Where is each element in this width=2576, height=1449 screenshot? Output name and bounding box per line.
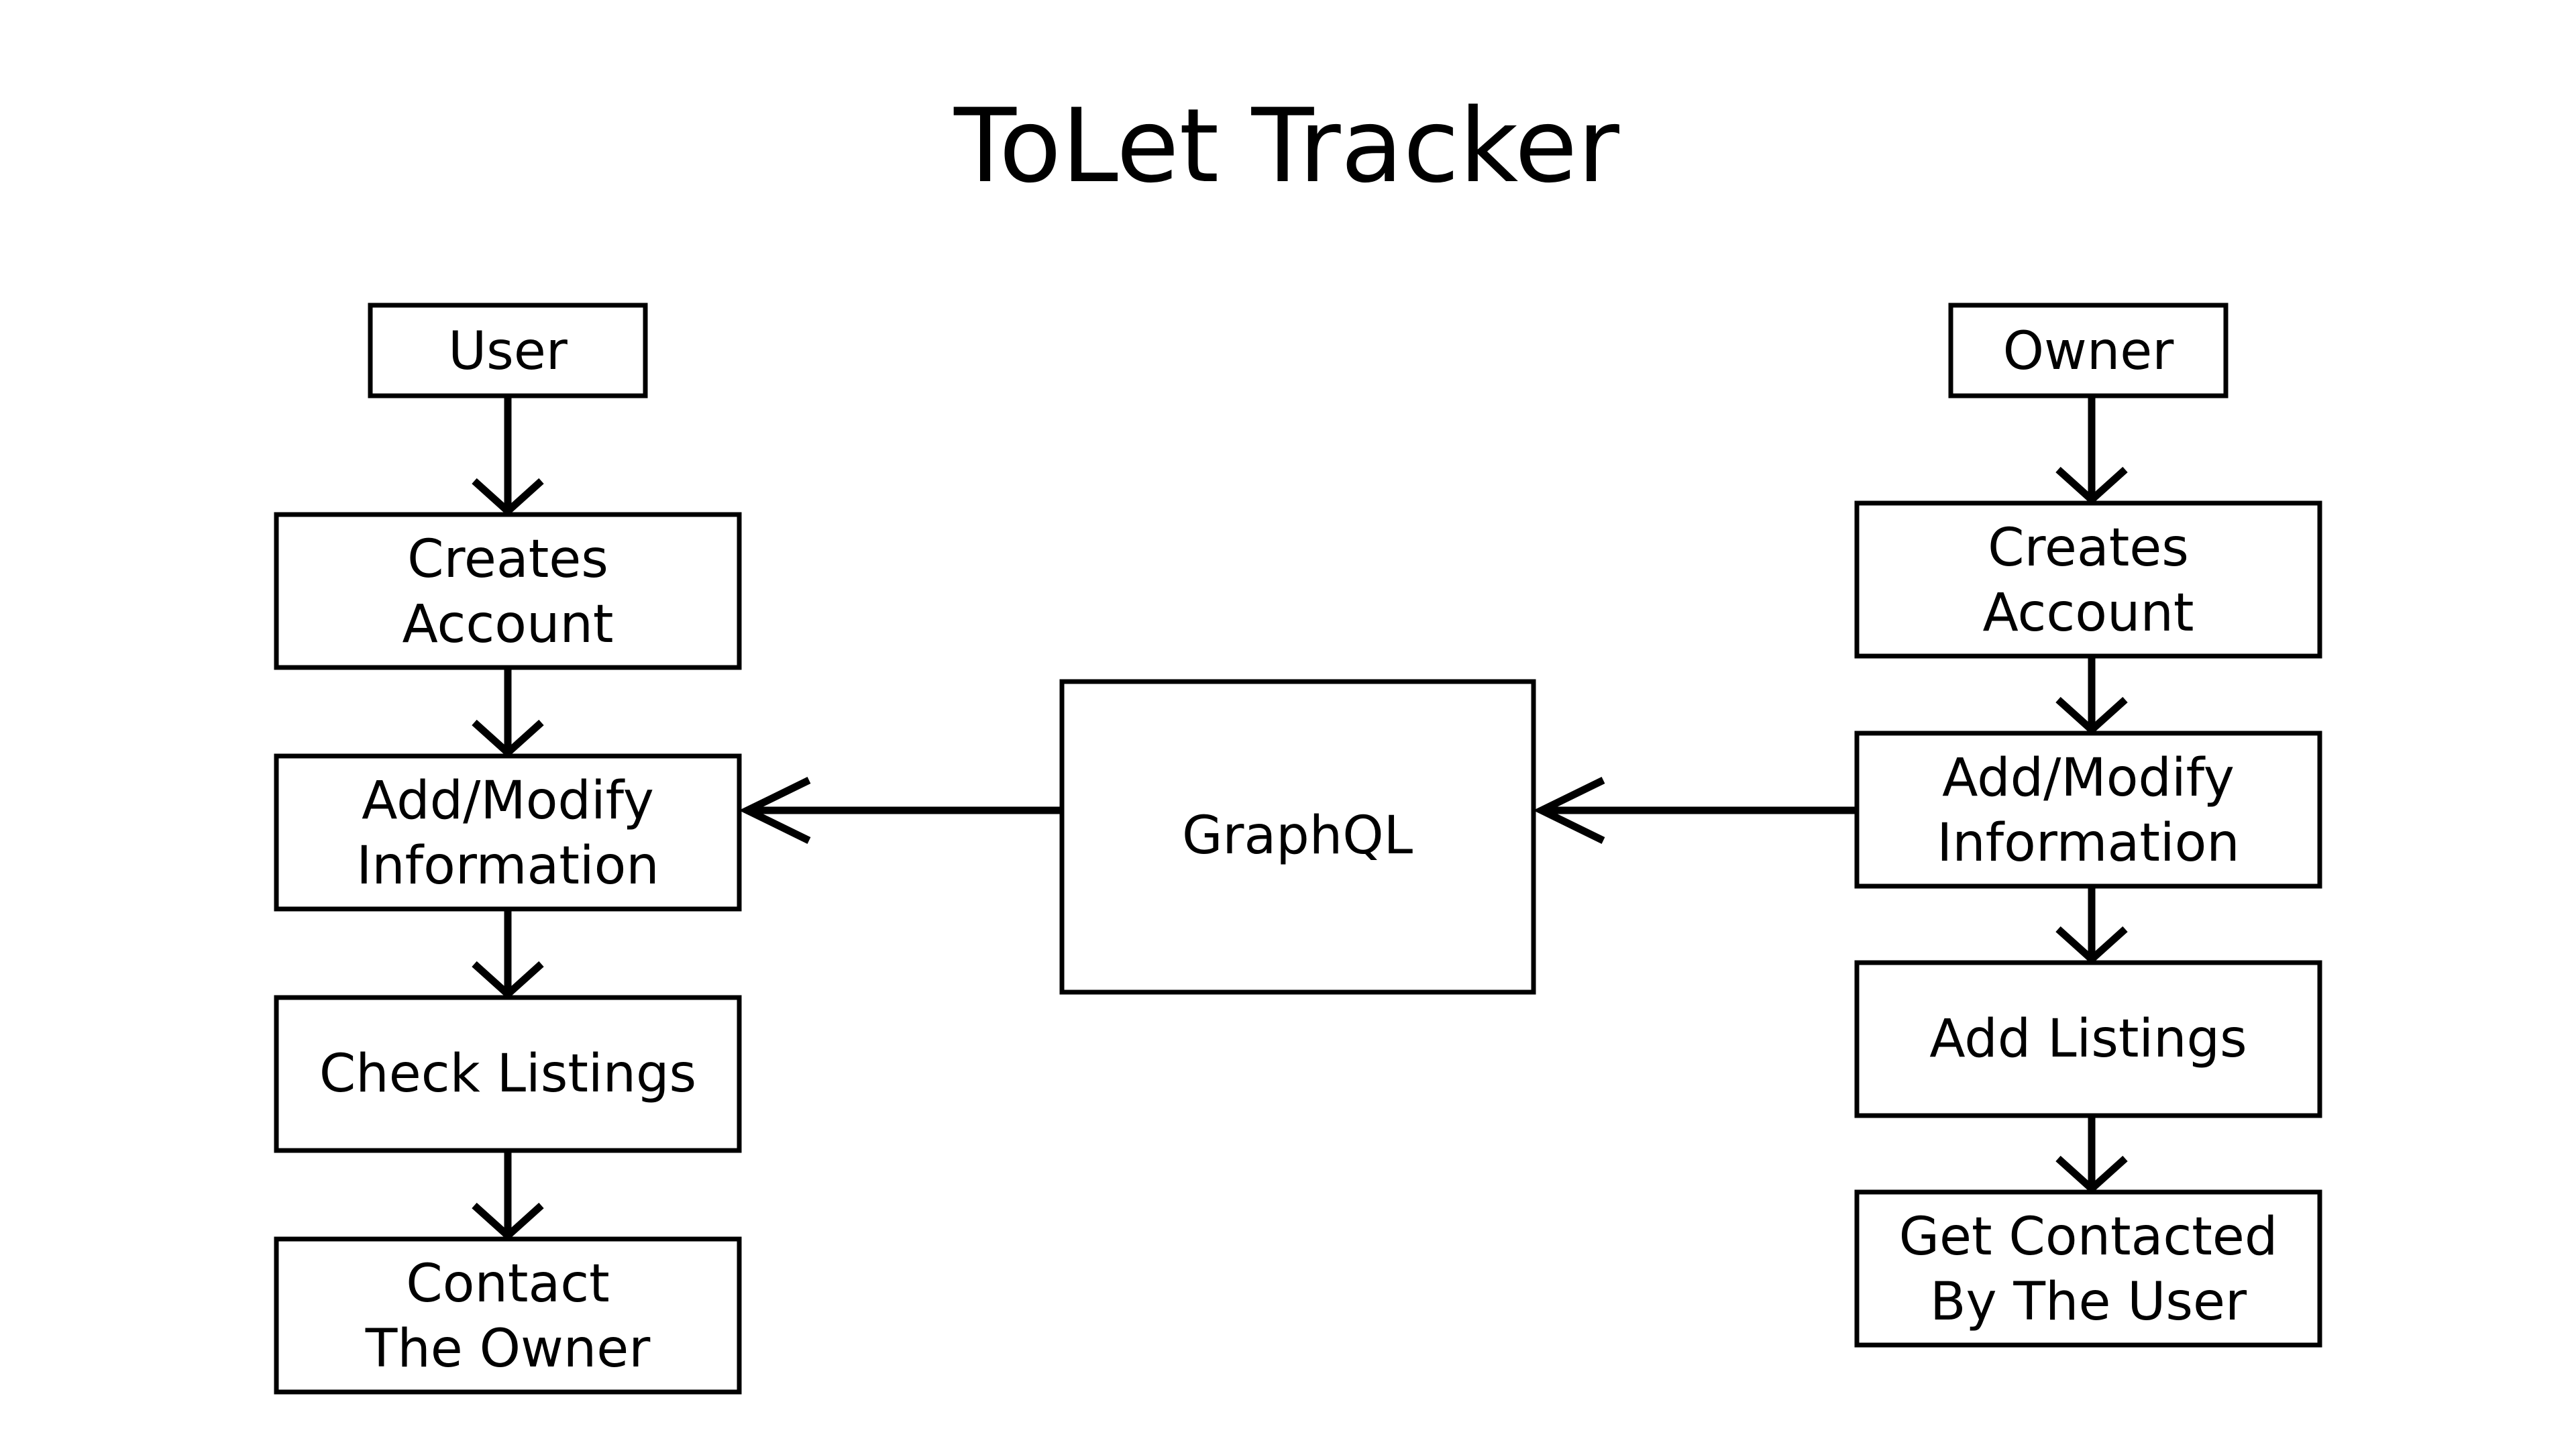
diagram-title: ToLet Tracker bbox=[953, 87, 1619, 205]
owner-modify-information-line1: Add/Modify bbox=[1942, 748, 2235, 808]
user-arrow-4 bbox=[472, 1150, 544, 1241]
owner-arrow-3 bbox=[2055, 886, 2128, 965]
owner-modify-information-line2: Information bbox=[1937, 813, 2240, 873]
user-creates-account-line2: Account bbox=[402, 594, 614, 655]
owner-arrow-2 bbox=[2055, 656, 2128, 735]
user-modify-information-line1: Add/Modify bbox=[362, 771, 654, 831]
owner-arrow-1 bbox=[2055, 396, 2128, 505]
user-modify-information-line2: Information bbox=[356, 836, 659, 896]
owner-creates-account-line1: Creates bbox=[1988, 518, 2189, 578]
user-contact-owner-node: Contact The Owner bbox=[274, 1236, 742, 1395]
user-arrow-3 bbox=[472, 909, 544, 1000]
owner-get-contacted-node: Get Contacted By The User bbox=[1854, 1189, 2322, 1348]
user-check-listings-node: Check Listings bbox=[274, 995, 742, 1153]
owner-creates-account-line2: Account bbox=[1983, 583, 2194, 643]
user-contact-owner-line1: Contact bbox=[406, 1254, 609, 1314]
graphql-node: GraphQL bbox=[1059, 679, 1536, 995]
user-node-label: User bbox=[448, 321, 568, 382]
owner-add-listings-node: Add Listings bbox=[1854, 960, 2322, 1118]
owner-get-contacted-line2: By The User bbox=[1930, 1272, 2247, 1332]
user-creates-account-line1: Creates bbox=[407, 529, 608, 590]
user-check-listings-label: Check Listings bbox=[319, 1044, 696, 1104]
user-modify-information-node: Add/Modify Information bbox=[274, 753, 742, 912]
user-contact-owner-line2: The Owner bbox=[365, 1319, 651, 1379]
user-creates-account-node: Creates Account bbox=[274, 512, 742, 670]
user-arrow-2 bbox=[472, 667, 544, 758]
owner-add-listings-label: Add Listings bbox=[1929, 1009, 2247, 1069]
user-node: User bbox=[368, 303, 648, 398]
owner-get-contacted-line1: Get Contacted bbox=[1899, 1207, 2278, 1267]
owner-node-label: Owner bbox=[2003, 321, 2175, 382]
user-arrow-1 bbox=[472, 396, 544, 517]
owner-creates-account-node: Creates Account bbox=[1854, 500, 2322, 659]
graphql-to-user-arrow bbox=[739, 777, 1062, 844]
owner-node: Owner bbox=[1948, 303, 2229, 398]
owner-to-graphql-arrow bbox=[1533, 777, 1857, 844]
graphql-node-label: GraphQL bbox=[1182, 806, 1413, 866]
owner-modify-information-node: Add/Modify Information bbox=[1854, 731, 2322, 889]
owner-arrow-4 bbox=[2055, 1116, 2128, 1194]
